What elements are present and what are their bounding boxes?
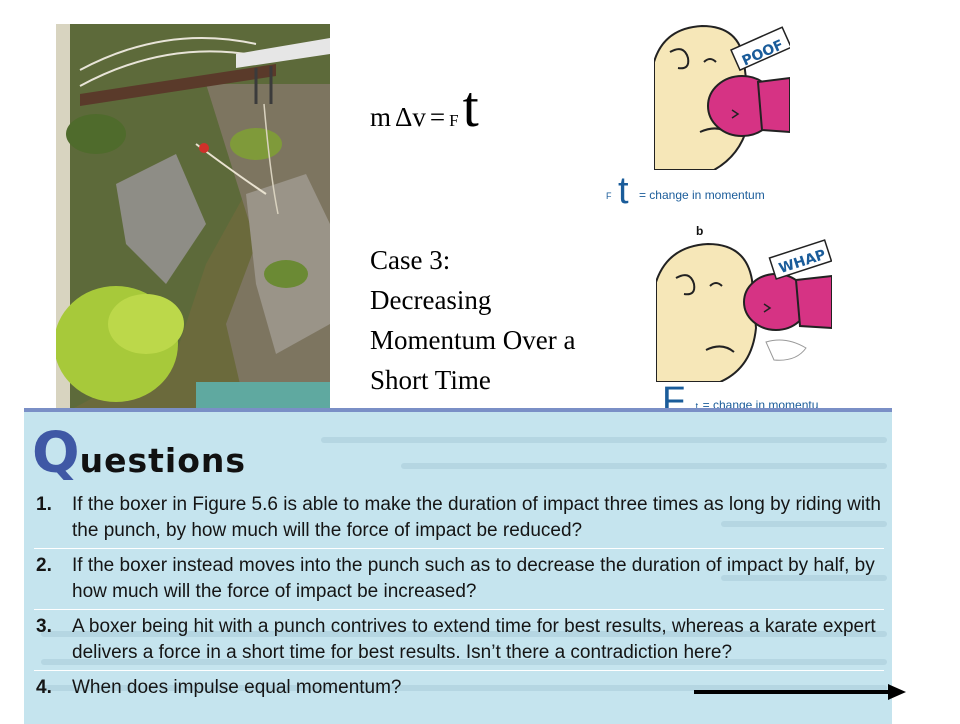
question-list: 1. If the boxer in Figure 5.6 is able to… (34, 488, 884, 705)
heading-rest: uestions (79, 441, 247, 480)
formula-force: F (449, 111, 459, 130)
caption-force: F (606, 191, 612, 201)
case-line: Case 3: (370, 245, 451, 275)
boxer-cartoon-top: POOF (654, 22, 790, 170)
next-slide-arrow[interactable] (694, 680, 906, 704)
caption-top: F t = change in momentum (606, 170, 765, 213)
formula-delta-v: Δv (395, 102, 426, 132)
bungee-bridge-photo (56, 24, 330, 410)
question-item: 3. A boxer being hit with a punch contri… (34, 610, 884, 671)
question-number: 3. (36, 616, 52, 637)
question-text: If the boxer in Figure 5.6 is able to ma… (72, 494, 881, 541)
questions-panel: Questions 1. If the boxer in Figure 5.6 … (24, 408, 892, 724)
question-text: When does impulse equal momentum? (72, 677, 402, 698)
questions-heading: Questions (32, 426, 246, 482)
question-number: 4. (36, 677, 52, 698)
question-item: 2. If the boxer instead moves into the p… (34, 549, 884, 610)
question-number: 1. (36, 494, 52, 515)
question-number: 2. (36, 555, 52, 576)
case-description: Case 3: Decreasing Momentum Over a Short… (370, 240, 630, 400)
case-line: Momentum Over a (370, 325, 576, 355)
caption-text: = change in momentum (638, 188, 765, 202)
question-item: 4. When does impulse equal momentum? (34, 671, 884, 705)
case-line: Decreasing (370, 285, 492, 315)
bleed-through-texture (41, 437, 887, 691)
panel-letter: b (696, 224, 704, 238)
boxer-cartoon-bottom: WHAP (656, 232, 832, 382)
formula-time: t (462, 74, 479, 139)
formula-equals: = (429, 102, 446, 132)
formula-mass: m (370, 102, 392, 132)
case-line: Short Time (370, 365, 491, 395)
question-item: 1. If the boxer in Figure 5.6 is able to… (34, 488, 884, 549)
heading-initial: Q (32, 421, 80, 486)
question-text: If the boxer instead moves into the punc… (72, 555, 875, 602)
caption-time: t (617, 170, 629, 212)
arrow-right-icon (694, 684, 906, 700)
question-text: A boxer being hit with a punch contrives… (72, 616, 876, 663)
caption-time: t (695, 401, 699, 411)
impulse-formula: m Δv = F t (370, 78, 479, 136)
